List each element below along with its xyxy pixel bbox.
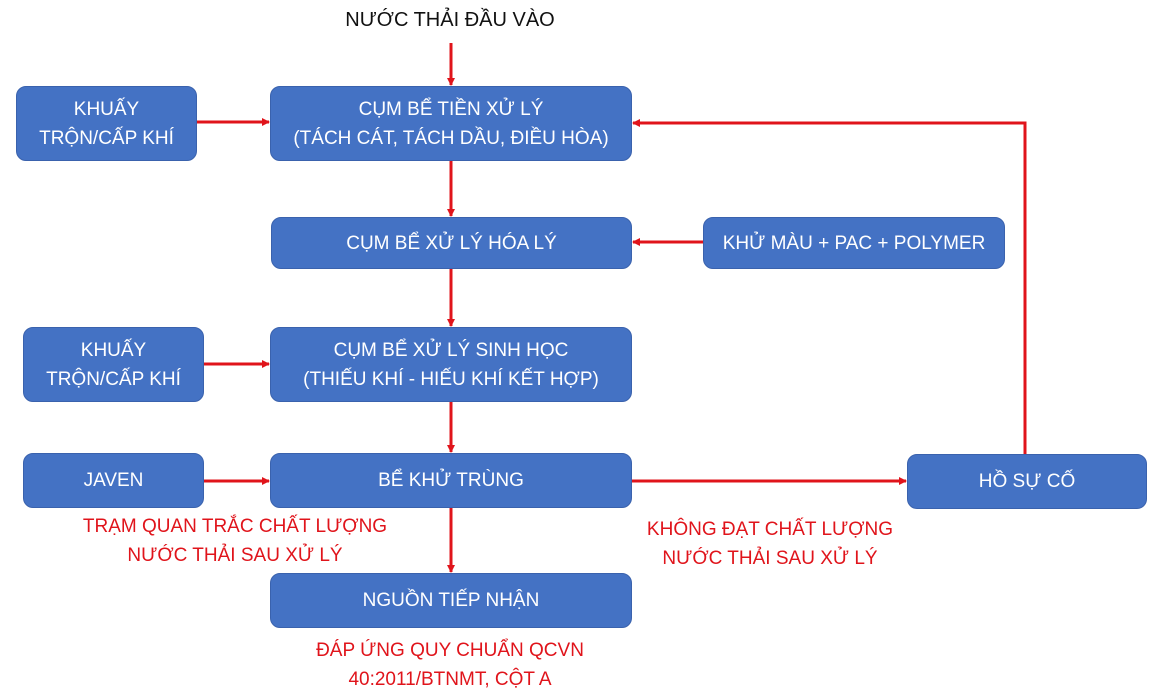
dosing-box: KHỬ MÀU + PAC + POLYMER bbox=[703, 217, 1005, 269]
biological-box: CỤM BỂ XỬ LÝ SINH HỌC (THIẾU KHÍ - HIẾU … bbox=[270, 327, 632, 402]
fail-quality-note: KHÔNG ĐẠT CHẤT LƯỢNG NƯỚC THẢI SAU XỬ LÝ bbox=[646, 519, 894, 569]
pretreatment-box: CỤM BỂ TIỀN XỬ LÝ (TÁCH CÁT, TÁCH DẦU, Đ… bbox=[270, 86, 632, 161]
javen-box: JAVEN bbox=[23, 453, 204, 508]
receiving-source-box: NGUỒN TIẾP NHẬN bbox=[270, 573, 632, 628]
mixing-aeration-box-1: KHUẤY TRỘN/CẤP KHÍ bbox=[16, 86, 197, 161]
standard-compliance-note: ĐÁP ỨNG QUY CHUẨN QCVN 40:2011/BTNMT, CỘ… bbox=[316, 640, 584, 690]
arrow-incident-feedback bbox=[632, 119, 1027, 454]
incident-pond-box: HỒ SỰ CỐ bbox=[907, 454, 1147, 509]
mixing-aeration-box-2: KHUẤY TRỘN/CẤP KHÍ bbox=[23, 327, 204, 402]
monitoring-station-note: TRẠM QUAN TRẮC CHẤT LƯỢNG NƯỚC THẢI SAU … bbox=[82, 516, 388, 566]
disinfection-box: BỂ KHỬ TRÙNG bbox=[270, 453, 632, 508]
inlet-label: NƯỚC THẢI ĐẦU VÀO bbox=[345, 9, 555, 31]
physicochemical-box: CỤM BỂ XỬ LÝ HÓA LÝ bbox=[271, 217, 632, 269]
